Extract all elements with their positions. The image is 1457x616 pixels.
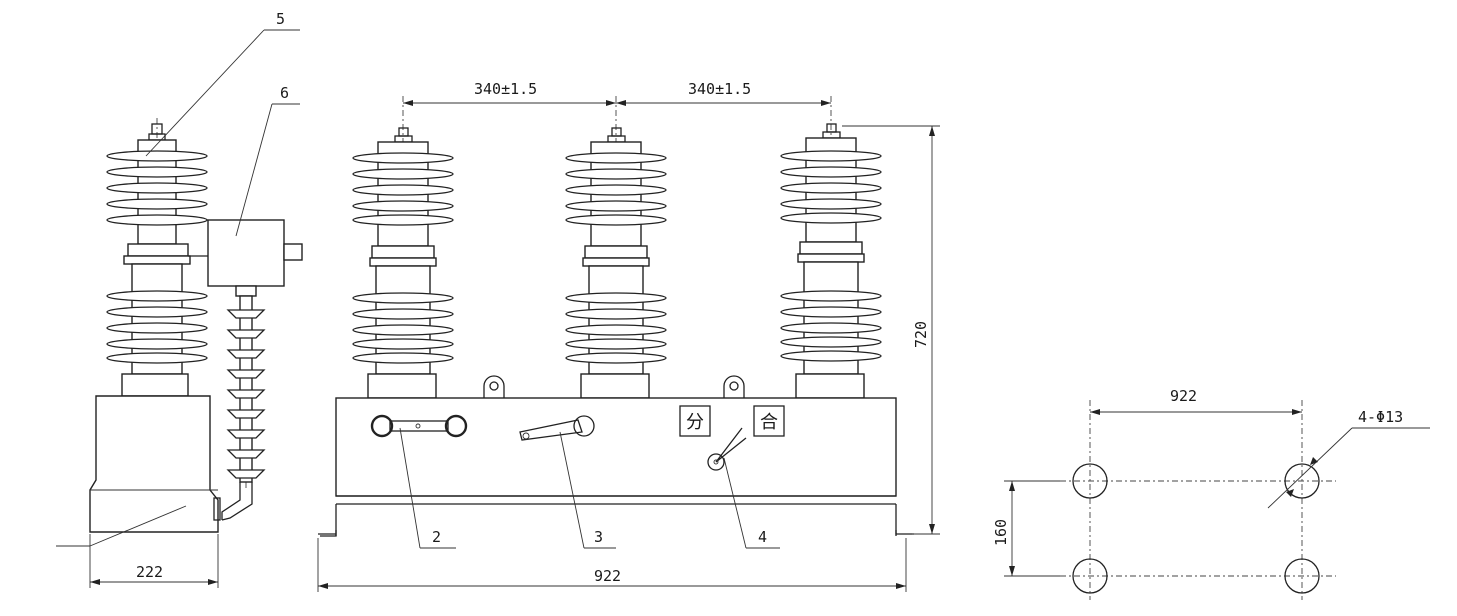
- lifting-eye-right: [723, 375, 745, 398]
- mounting-hole: [1072, 558, 1108, 594]
- phase-spacing-left-dimension: 340±1.5: [474, 80, 537, 98]
- callout-3-label: 3: [594, 528, 603, 546]
- callout-6-label: 6: [280, 84, 289, 102]
- close-indicator: 合: [753, 405, 785, 437]
- side-width-dimension: 222: [136, 563, 163, 581]
- open-indicator-label: 分: [686, 412, 704, 433]
- mounting-hole: [1284, 558, 1320, 594]
- mount-depth-dimension: 160: [992, 519, 1010, 546]
- callout-2-label: 2: [432, 528, 441, 546]
- side-arrester-sheds: [226, 309, 266, 479]
- open-indicator: 分: [679, 405, 711, 437]
- main-tank: [335, 397, 897, 497]
- close-indicator-label: 合: [760, 412, 778, 433]
- hole-spec-label: 4-Φ13: [1358, 408, 1403, 426]
- side-upper-sheds: [106, 150, 208, 226]
- mounting-hole: [1072, 463, 1108, 499]
- base-width-dimension: 922: [594, 567, 621, 585]
- front-view: 分 合 2 3 4 340±1.5 340±1.5: [317, 80, 940, 592]
- side-lower-sheds: [106, 290, 208, 364]
- mount-width-dimension: 922: [1170, 387, 1197, 405]
- mounting-hole: [1284, 463, 1320, 499]
- mounting-hole-plan: 922 160 4-Φ13: [992, 387, 1430, 600]
- lifting-eye-left: [483, 375, 505, 398]
- phase-spacing-right-dimension: 340±1.5: [688, 80, 751, 98]
- overall-height-dimension: 720: [912, 321, 930, 348]
- pole-left: [352, 96, 454, 420]
- pole-right: [780, 96, 882, 420]
- charging-crank: [519, 415, 595, 441]
- side-view: 5 6 222: [56, 10, 303, 588]
- position-pointer: [707, 427, 747, 471]
- callout-4-label: 4: [758, 528, 767, 546]
- manual-operating-handle: [370, 414, 468, 438]
- pole-middle: [565, 96, 667, 420]
- callout-5-label: 5: [276, 10, 285, 28]
